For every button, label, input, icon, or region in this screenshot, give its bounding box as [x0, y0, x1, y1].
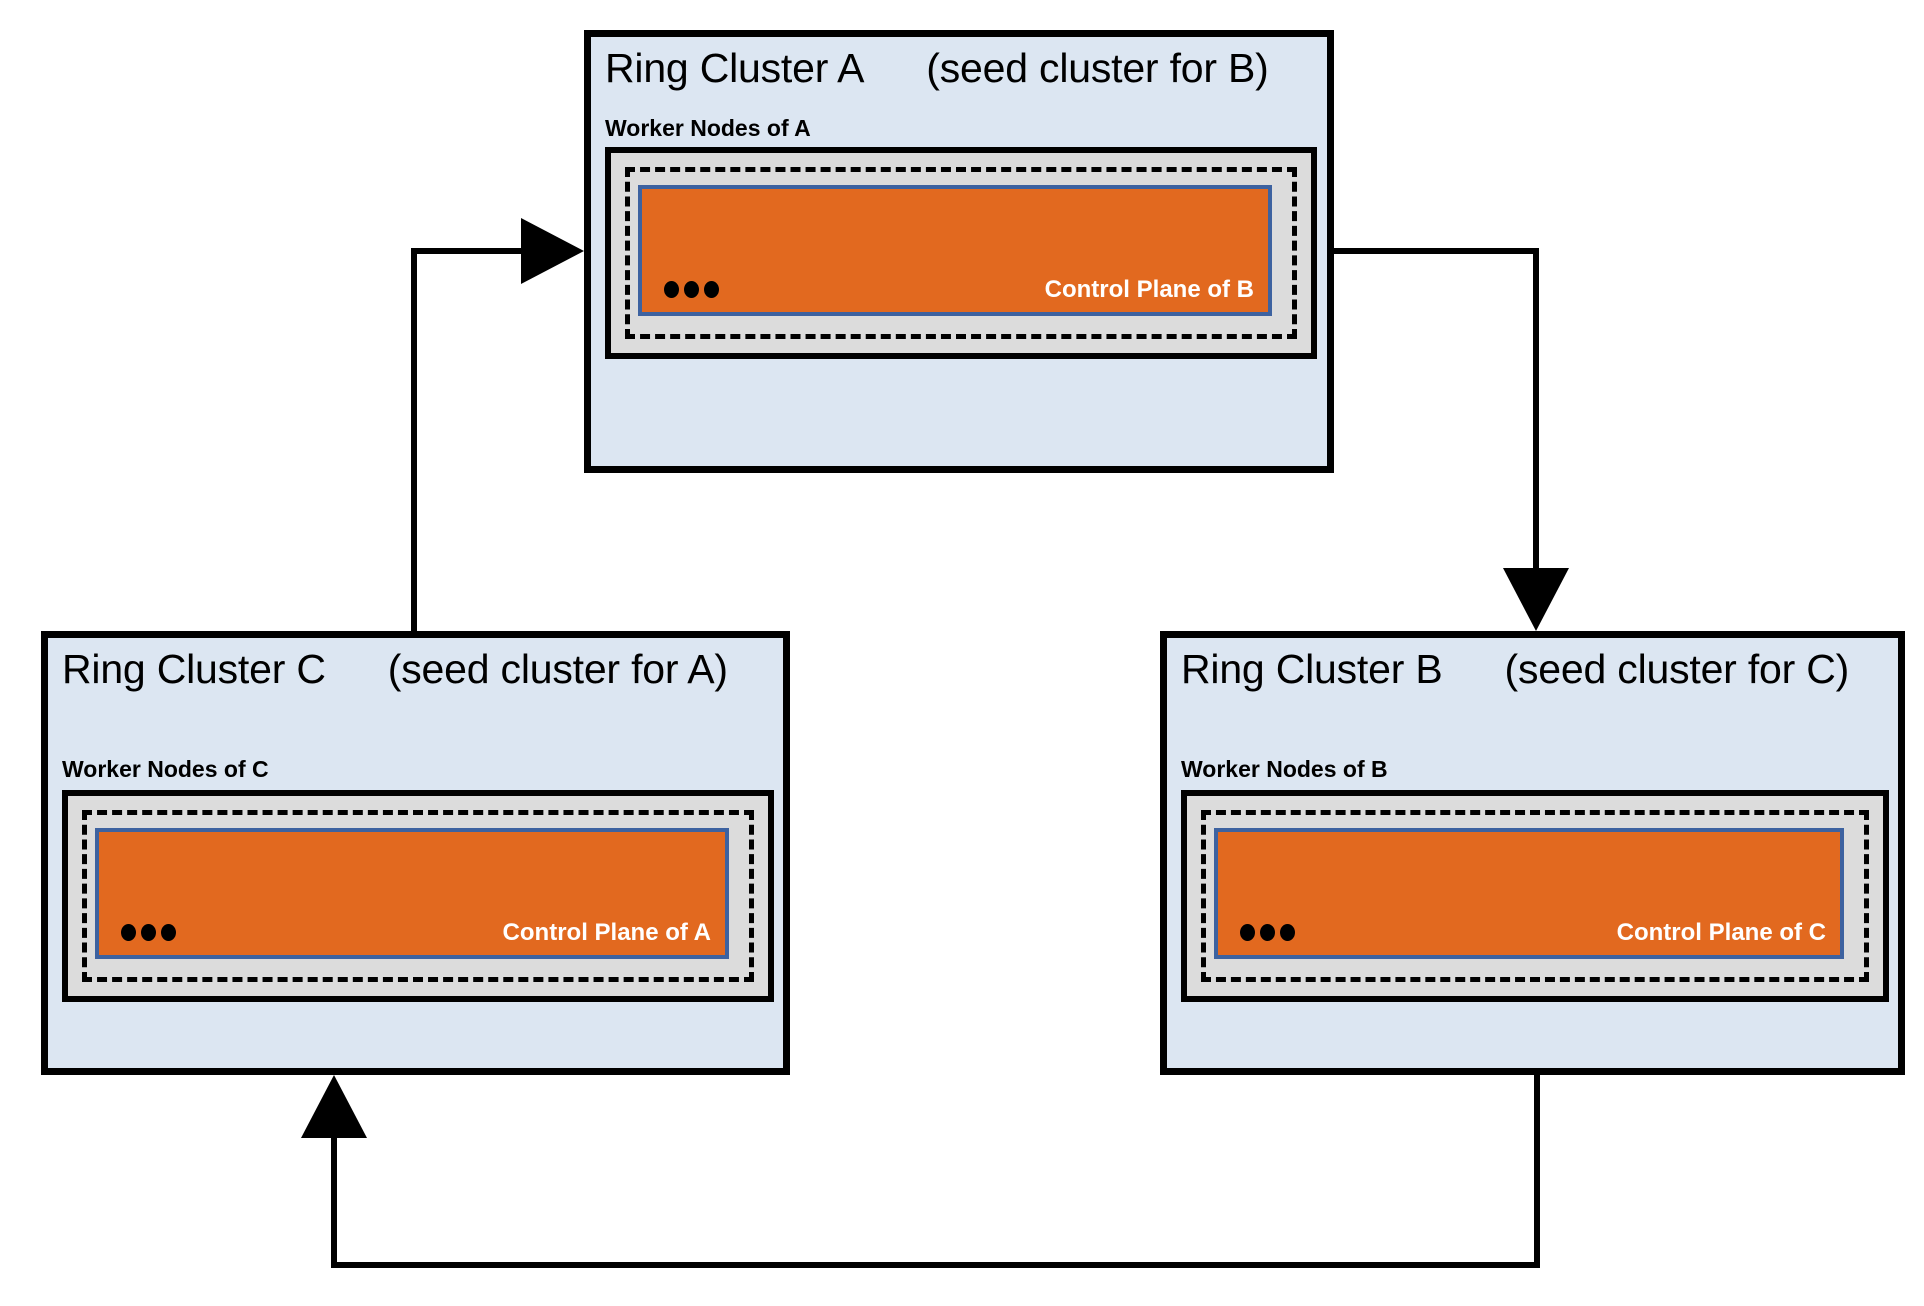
arrow-b-to-c	[301, 1075, 1540, 1268]
cluster-c-worker-label: Worker Nodes of C	[62, 756, 269, 782]
cluster-c-worker-band: Control Plane of A	[62, 790, 774, 1002]
cluster-b-control-plane[interactable]: Control Plane of C	[1214, 828, 1844, 959]
cluster-b[interactable]: Ring Cluster B (seed cluster for C) Worke…	[1160, 631, 1905, 1075]
cluster-a-worker-label: Worker Nodes of A	[605, 115, 811, 141]
cluster-c[interactable]: Ring Cluster C (seed cluster for A) Worke…	[41, 631, 790, 1075]
cluster-b-ellipsis-dots	[1240, 924, 1295, 941]
cluster-c-ellipsis-dots	[121, 924, 176, 941]
cluster-b-title: Ring Cluster B (seed cluster for C)	[1181, 646, 1849, 693]
cluster-b-name: Ring Cluster B	[1181, 646, 1443, 692]
cluster-a-dashed-boundary: Control Plane of B	[625, 167, 1297, 339]
cluster-a-ellipsis-dots	[664, 281, 719, 298]
arrow-c-to-a	[411, 218, 584, 631]
cluster-a-worker-band: Control Plane of B	[605, 147, 1317, 359]
cluster-b-worker-band: Control Plane of C	[1181, 790, 1889, 1002]
cluster-b-dashed-boundary: Control Plane of C	[1201, 810, 1869, 982]
cluster-c-dashed-boundary: Control Plane of A	[82, 810, 754, 982]
cluster-a-control-plane[interactable]: Control Plane of B	[638, 185, 1272, 316]
cluster-b-control-plane-label: Control Plane of C	[1616, 919, 1826, 946]
cluster-c-control-plane[interactable]: Control Plane of A	[95, 828, 729, 959]
cluster-c-name: Ring Cluster C	[62, 646, 326, 692]
cluster-c-control-plane-label: Control Plane of A	[502, 919, 711, 946]
cluster-a-control-plane-label: Control Plane of B	[1044, 276, 1254, 303]
cluster-c-seed-note: (seed cluster for A)	[387, 646, 728, 692]
cluster-a-title: Ring Cluster A (seed cluster for B)	[605, 45, 1269, 92]
cluster-a-name: Ring Cluster A	[605, 45, 865, 91]
cluster-b-worker-label: Worker Nodes of B	[1181, 756, 1388, 782]
cluster-a-seed-note: (seed cluster for B)	[926, 45, 1269, 91]
cluster-b-seed-note: (seed cluster for C)	[1504, 646, 1850, 692]
cluster-a[interactable]: Ring Cluster A (seed cluster for B) Worke…	[584, 30, 1334, 473]
cluster-c-title: Ring Cluster C (seed cluster for A)	[62, 646, 728, 693]
arrow-a-to-b	[1334, 248, 1569, 631]
